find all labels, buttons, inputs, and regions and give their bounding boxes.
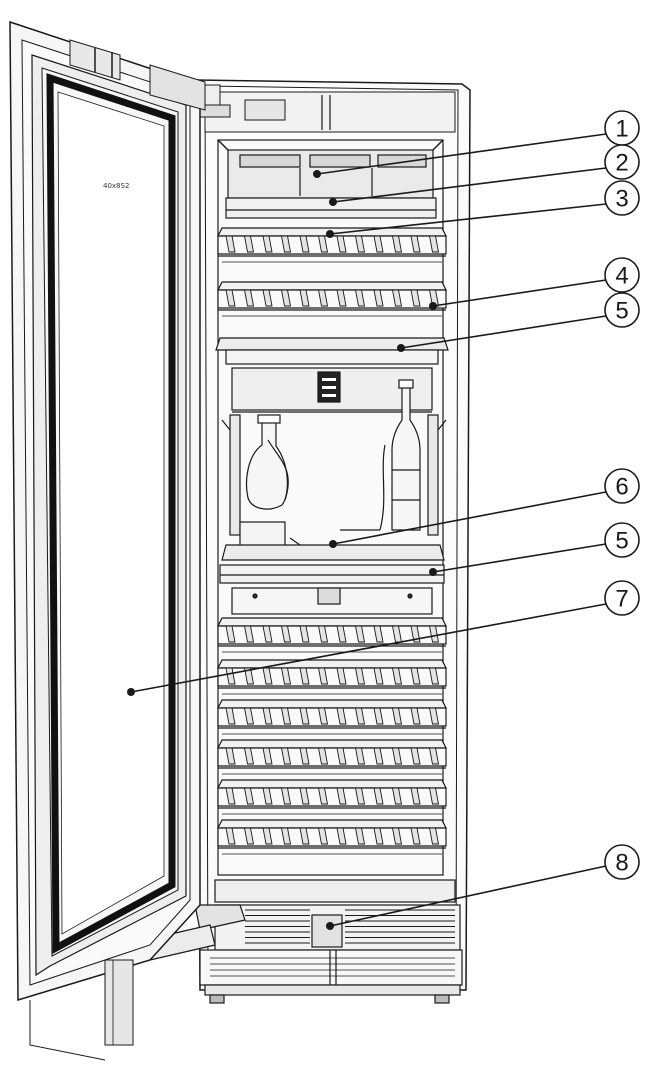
callout-3-label: 3: [615, 186, 628, 213]
wine-shelf-lower-2: [217, 659, 447, 695]
cabinet-base: [144, 879, 463, 1004]
callout-6: 6: [604, 468, 640, 504]
middle-compartment: [221, 367, 447, 553]
callout-2: 2: [604, 144, 640, 180]
divider-shelf-upper: [215, 337, 449, 365]
callout-5-lower: 5: [604, 522, 640, 558]
top-compartment: [225, 149, 437, 219]
wine-shelf-lower-1: [217, 617, 447, 653]
callout-5-lower-label: 5: [615, 528, 628, 555]
callout-4: 4: [604, 257, 640, 293]
callout-5-upper-label: 5: [615, 298, 628, 325]
wine-shelf-lower-3: [217, 699, 447, 735]
leader-2: [332, 167, 607, 203]
callout-7: 7: [604, 580, 640, 616]
callout-2-label: 2: [615, 150, 628, 177]
lower-shelves: [217, 617, 447, 855]
wine-shelf-upper-2: [217, 281, 447, 317]
presentation-shelf: [219, 529, 445, 615]
leader-6-dot: [329, 540, 337, 548]
leader-8: [329, 865, 607, 927]
callout-8: 8: [604, 844, 640, 880]
upper-shelves: [215, 227, 449, 365]
leader-7: [130, 603, 607, 693]
callout-8-label: 8: [615, 850, 628, 877]
leader-5-upper-dot: [397, 344, 405, 352]
callout-1-label: 1: [615, 116, 628, 143]
leader-5-lower: [432, 543, 607, 573]
wine-shelf-lower-4: [217, 739, 447, 775]
callout-3: 3: [604, 180, 640, 216]
callout-leaders: [127, 133, 607, 930]
wine-shelf-lower-5: [217, 779, 447, 815]
leader-3: [329, 203, 607, 235]
callout-1: 1: [604, 110, 640, 146]
leader-1: [316, 133, 607, 175]
leader-2-dot: [329, 198, 337, 206]
leader-7-dot: [127, 688, 135, 696]
leader-4: [432, 279, 607, 307]
door: [9, 20, 206, 1061]
leader-1-dot: [313, 170, 321, 178]
callout-7-label: 7: [615, 586, 628, 613]
callout-6-label: 6: [615, 474, 628, 501]
leader-4-dot: [429, 302, 437, 310]
wine-shelf-lower-6: [217, 819, 447, 855]
callout-4-label: 4: [615, 263, 628, 290]
leader-6: [332, 491, 607, 545]
door-label: 40x8S2: [103, 182, 129, 190]
leader-3-dot: [326, 230, 334, 238]
leader-5-lower-dot: [429, 568, 437, 576]
leader-5-upper: [400, 315, 607, 349]
callout-5-upper: 5: [604, 292, 640, 328]
leader-8-dot: [326, 922, 334, 930]
